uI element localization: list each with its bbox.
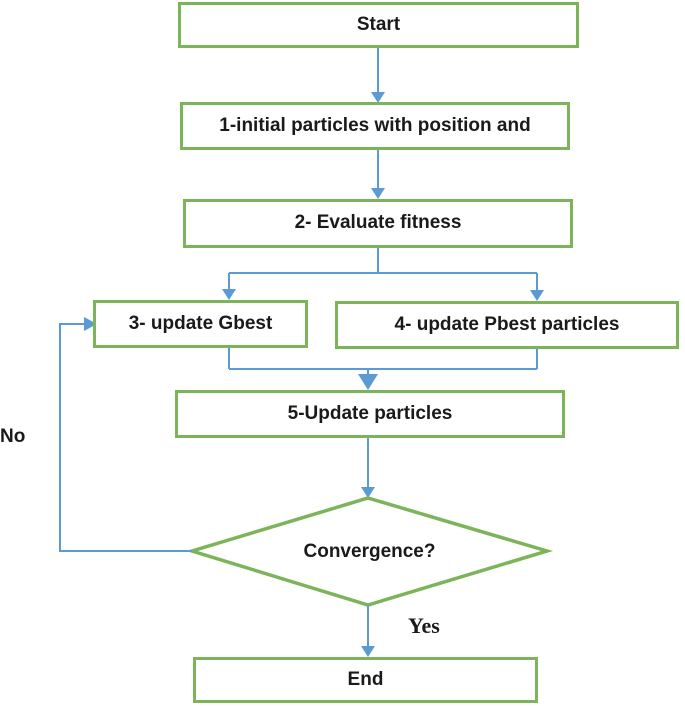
edge-merge-to-step5 — [228, 348, 538, 390]
edge-step2-branch — [222, 248, 544, 301]
node-step5: 5-Update particles — [175, 390, 565, 438]
edge-decision-to-end-yes — [361, 605, 375, 657]
node-end: End — [193, 657, 538, 703]
arrow-down-icon — [358, 374, 378, 390]
edge-start-to-step1 — [371, 48, 385, 103]
edge-label-yes: Yes — [408, 613, 440, 638]
edge-line — [59, 323, 192, 552]
node-step4-label: 4- update Pbest particles — [394, 313, 620, 335]
arrow-right-icon — [84, 317, 97, 331]
arrow-down-icon — [361, 646, 375, 657]
edge-label-no: No — [0, 426, 26, 447]
node-step1-label: 1-initial particles with position and — [219, 114, 531, 136]
edge-decision-to-step3-no — [59, 317, 192, 552]
arrow-down-icon — [371, 188, 385, 199]
edge-step1-to-step2 — [371, 150, 385, 199]
node-step2-label: 2- Evaluate fitness — [294, 212, 462, 234]
node-start-label: Start — [356, 13, 401, 35]
node-step2: 2- Evaluate fitness — [183, 199, 573, 248]
node-step3-label: 3- update Gbest — [128, 312, 273, 334]
node-decision-label: Convergence? — [192, 498, 547, 605]
node-end-label: End — [347, 668, 384, 690]
node-step3: 3- update Gbest — [93, 300, 308, 348]
edge-step5-to-decision — [361, 438, 375, 498]
decision-text: Convergence? — [303, 540, 436, 562]
arrow-down-icon — [371, 92, 385, 103]
arrow-down-icon — [530, 290, 544, 301]
node-step5-label: 5-Update particles — [287, 402, 453, 424]
arrow-down-icon — [361, 487, 375, 498]
node-step4: 4- update Pbest particles — [335, 301, 679, 349]
node-step1: 1-initial particles with position and — [180, 102, 570, 150]
node-start: Start — [178, 2, 579, 48]
arrow-down-icon — [222, 289, 236, 300]
